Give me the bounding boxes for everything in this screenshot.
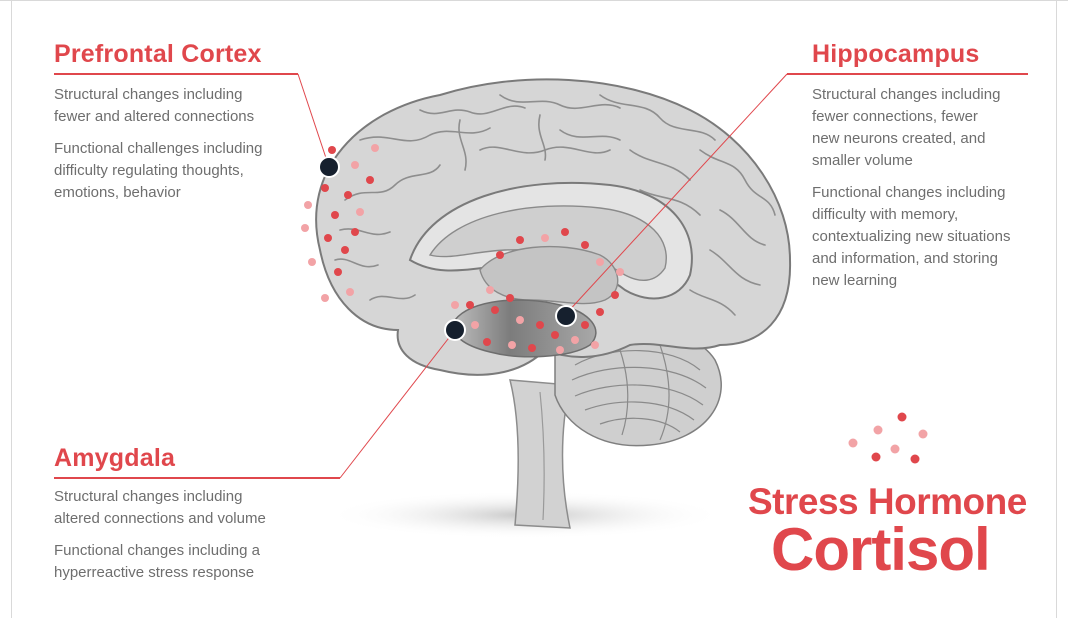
- brand-dots: [849, 413, 928, 464]
- hippocampus-functional-line: and information, and storing: [812, 248, 1010, 270]
- prefrontal-functional-line: emotions, behavior: [54, 182, 262, 204]
- amygdala-functional-line: hyperreactive stress response: [54, 562, 266, 584]
- hippocampus-structural-line: smaller volume: [812, 150, 1010, 172]
- prefrontal-structural-line: fewer and altered connections: [54, 106, 262, 128]
- hippocampus-functional-line: new learning: [812, 270, 1010, 292]
- prefrontal-description: Structural changes including fewer and a…: [54, 84, 262, 204]
- amygdala-description: Structural changes including altered con…: [54, 486, 266, 584]
- amygdala-functional-line: Functional changes including a: [54, 540, 266, 562]
- prefrontal-marker: [319, 157, 339, 177]
- hippocampus-structural-line: new neurons created, and: [812, 128, 1010, 150]
- prefrontal-structural-line: Structural changes including: [54, 84, 262, 106]
- hippocampus-description: Structural changes including fewer conne…: [812, 84, 1010, 292]
- amygdala-structural-line: Structural changes including: [54, 486, 266, 508]
- amygdala-structural-line: altered connections and volume: [54, 508, 266, 530]
- amygdala-connector: [340, 330, 455, 478]
- prefrontal-title: Prefrontal Cortex: [54, 40, 262, 69]
- amygdala-rule: [54, 477, 340, 479]
- prefrontal-functional-line: difficulty regulating thoughts,: [54, 160, 262, 182]
- prefrontal-rule: [54, 73, 298, 75]
- brand-title: Cortisol: [771, 515, 990, 584]
- hippocampus-functional-line: contextualizing new situations: [812, 226, 1010, 248]
- prefrontal-connector: [298, 74, 329, 167]
- hippocampus-functional-line: difficulty with memory,: [812, 204, 1010, 226]
- hippocampus-marker: [556, 306, 576, 326]
- hippocampus-structural-line: fewer connections, fewer: [812, 106, 1010, 128]
- hippocampus-rule: [787, 73, 1028, 75]
- amygdala-marker: [445, 320, 465, 340]
- hippocampus-title: Hippocampus: [812, 40, 980, 69]
- amygdala-title: Amygdala: [54, 444, 175, 473]
- hippocampus-structural-line: Structural changes including: [812, 84, 1010, 106]
- hippocampus-functional-line: Functional changes including: [812, 182, 1010, 204]
- prefrontal-functional-line: Functional challenges including: [54, 138, 262, 160]
